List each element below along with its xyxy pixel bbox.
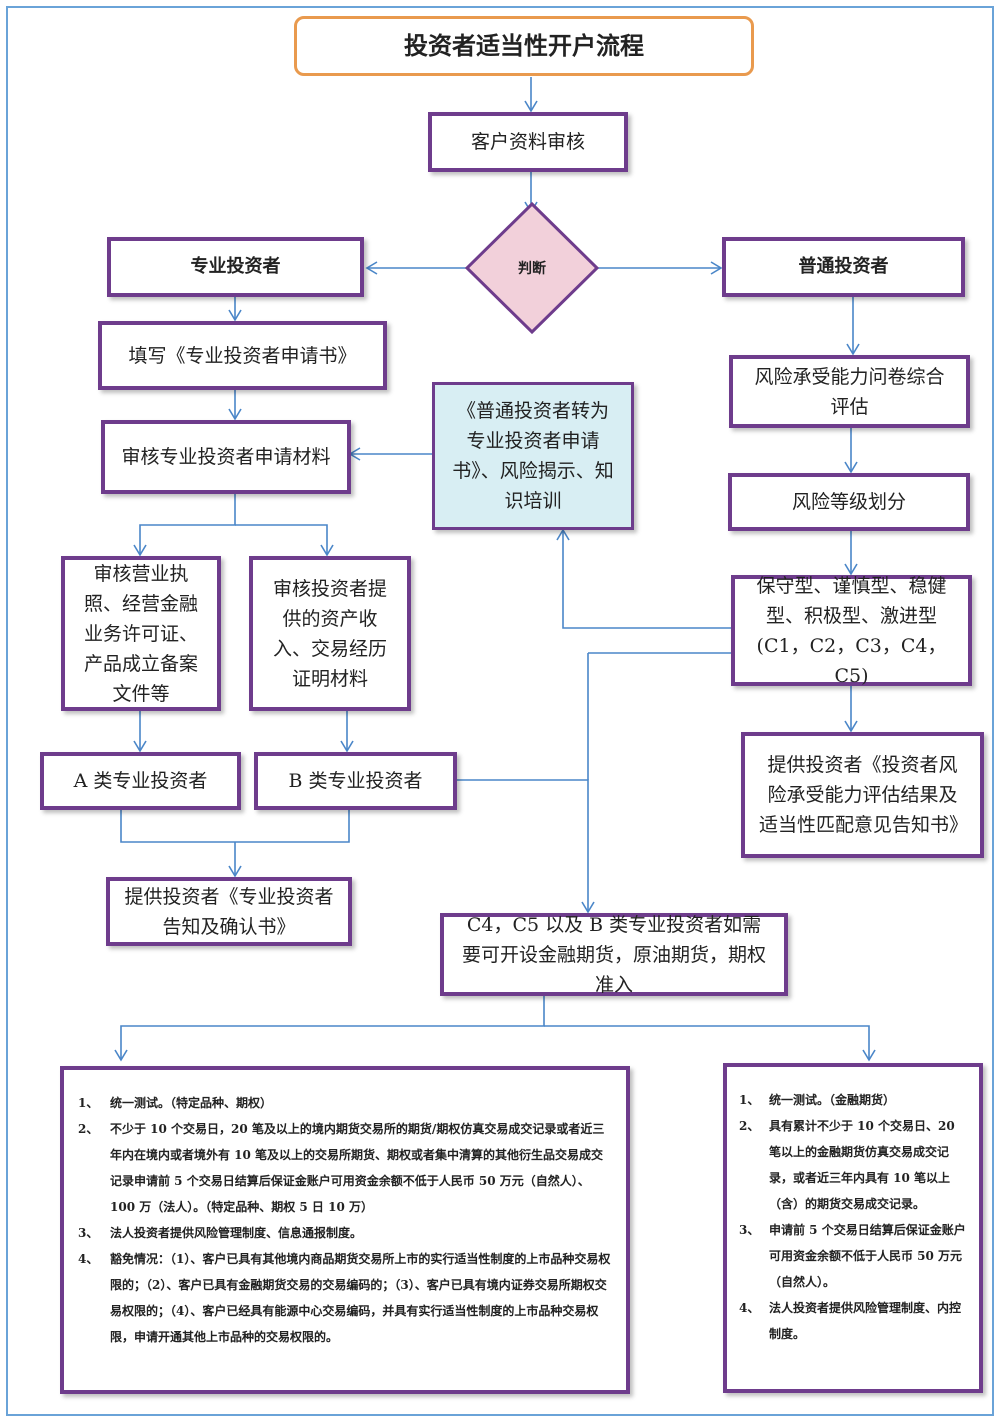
left-rule-text: 豁免情况：（1）、客户已具有其他境内商品期货交易所上市的实行适当性制度的上市品种…: [110, 1252, 611, 1344]
right-rule-item: 1、统一测试。（金融期货）: [739, 1087, 967, 1113]
node-risk-questionnaire: 风险承受能力问卷综合评估: [729, 355, 970, 428]
right-rules-panel: 1、统一测试。（金融期货） 2、具有累计不少于 10 个交易日、20 笔以上的金…: [723, 1063, 983, 1393]
node-fill-application-text: 填写《专业投资者申请书》: [128, 344, 357, 367]
node-fill-application: 填写《专业投资者申请书》: [98, 321, 387, 390]
right-rule-number: 3、: [739, 1223, 760, 1237]
node-risk-types: 保守型、谨慎型、稳健型、积极型、激进型(C1，C2，C3，C4，C5): [731, 575, 972, 687]
node-ordinary-investor-text: 普通投资者: [798, 256, 889, 277]
node-class-a: A 类专业投资者: [40, 752, 241, 810]
node-risk-grading: 风险等级划分: [728, 473, 970, 531]
node-class-b-text: B 类专业投资者: [288, 770, 423, 792]
left-rule-item: 2、不少于 10 个交易日，20 笔及以上的境内期货交易所的期货/期权仿真交易成…: [78, 1116, 612, 1220]
right-rule-number: 1、: [739, 1093, 760, 1107]
judge-label: 判断: [518, 261, 546, 277]
node-class-a-text: A 类专业投资者: [73, 770, 208, 792]
node-risk-types-text: 保守型、谨慎型、稳健型、积极型、激进型(C1，C2，C3，C4，C5): [756, 574, 947, 687]
left-rule-item: 1、统一测试。（特定品种、期权）: [78, 1090, 612, 1116]
left-rules-panel: 1、统一测试。（特定品种、期权） 2、不少于 10 个交易日，20 笔及以上的境…: [60, 1066, 630, 1394]
node-professional-investor: 专业投资者: [107, 237, 364, 297]
right-rule-number: 2、: [739, 1119, 760, 1133]
left-rule-number: 3、: [78, 1226, 99, 1240]
page-title: 投资者适当性开户流程: [294, 16, 754, 76]
node-professional-investor-text: 专业投资者: [190, 256, 281, 277]
left-rules-list: 1、统一测试。（特定品种、期权） 2、不少于 10 个交易日，20 笔及以上的境…: [78, 1090, 612, 1350]
node-customer-review: 客户资料审核: [428, 112, 628, 172]
node-risk-questionnaire-text: 风险承受能力问卷综合评估: [754, 365, 945, 418]
left-rule-number: 1、: [78, 1096, 99, 1110]
node-futures-access-text: C4，C5 以及 B 类专业投资者如需要可开设金融期货，原油期货，期权准入: [461, 913, 766, 996]
left-rule-item: 4、豁免情况：（1）、客户已具有其他境内商品期货交易所上市的实行适当性制度的上市…: [78, 1246, 612, 1350]
right-rule-text: 法人投资者提供风险管理制度、内控制度。: [769, 1301, 962, 1341]
node-conversion-application: 《普通投资者转为专业投资者申请书》、风险揭示、知识培训: [432, 382, 634, 530]
node-review-materials-text: 审核专业投资者申请材料: [121, 446, 331, 468]
right-rules-list: 1、统一测试。（金融期货） 2、具有累计不少于 10 个交易日、20 笔以上的金…: [739, 1087, 967, 1347]
node-provide-professional-notice: 提供投资者《专业投资者告知及确认书》: [106, 877, 352, 946]
left-rule-text: 法人投资者提供风险管理制度、信息通报制度。: [110, 1226, 363, 1240]
page-title-text: 投资者适当性开户流程: [404, 32, 644, 60]
node-class-b: B 类专业投资者: [254, 752, 457, 810]
node-ordinary-investor: 普通投资者: [722, 237, 965, 297]
right-rule-text: 具有累计不少于 10 个交易日、20 笔以上的金融期货仿真交易成交记录，或者近三…: [769, 1119, 955, 1211]
node-review-materials: 审核专业投资者申请材料: [101, 420, 351, 494]
left-rule-text: 统一测试。（特定品种、期权）: [110, 1096, 273, 1110]
right-rule-text: 申请前 5 个交易日结算后保证金账户可用资金余额不低于人民币 50 万元（自然人…: [769, 1223, 966, 1289]
left-rule-number: 2、: [78, 1122, 99, 1136]
right-rule-item: 3、申请前 5 个交易日结算后保证金账户可用资金余额不低于人民币 50 万元（自…: [739, 1217, 967, 1295]
right-rule-item: 4、法人投资者提供风险管理制度、内控制度。: [739, 1295, 967, 1347]
left-rule-number: 4、: [78, 1252, 99, 1266]
node-review-assets-text: 审核投资者提供的资产收入、交易经历证明材料: [272, 577, 387, 690]
right-rule-item: 2、具有累计不少于 10 个交易日、20 笔以上的金融期货仿真交易成交记录，或者…: [739, 1113, 967, 1217]
node-futures-access: C4，C5 以及 B 类专业投资者如需要可开设金融期货，原油期货，期权准入: [440, 913, 788, 996]
node-risk-grading-text: 风险等级划分: [791, 491, 906, 513]
node-conversion-application-text: 《普通投资者转为专业投资者申请书》、风险揭示、知识培训: [452, 400, 614, 512]
right-rule-text: 统一测试。（金融期货）: [769, 1093, 896, 1107]
right-rule-number: 4、: [739, 1301, 760, 1315]
node-review-license: 审核营业执照、经营金融业务许可证、产品成立备案文件等: [61, 556, 221, 711]
left-rule-item: 3、法人投资者提供风险管理制度、信息通报制度。: [78, 1220, 612, 1246]
node-review-assets: 审核投资者提供的资产收入、交易经历证明材料: [249, 556, 411, 711]
node-provide-ordinary-notice: 提供投资者《投资者风险承受能力评估结果及适当性匹配意见告知书》: [741, 732, 984, 858]
node-provide-ordinary-notice-text: 提供投资者《投资者风险承受能力评估结果及适当性匹配意见告知书》: [759, 754, 969, 836]
node-provide-professional-notice-text: 提供投资者《专业投资者告知及确认书》: [124, 885, 334, 938]
node-customer-review-text: 客户资料审核: [470, 131, 585, 153]
left-rule-text: 不少于 10 个交易日，20 笔及以上的境内期货交易所的期货/期权仿真交易成交记…: [110, 1122, 605, 1214]
node-review-license-text: 审核营业执照、经营金融业务许可证、产品成立备案文件等: [83, 562, 198, 705]
